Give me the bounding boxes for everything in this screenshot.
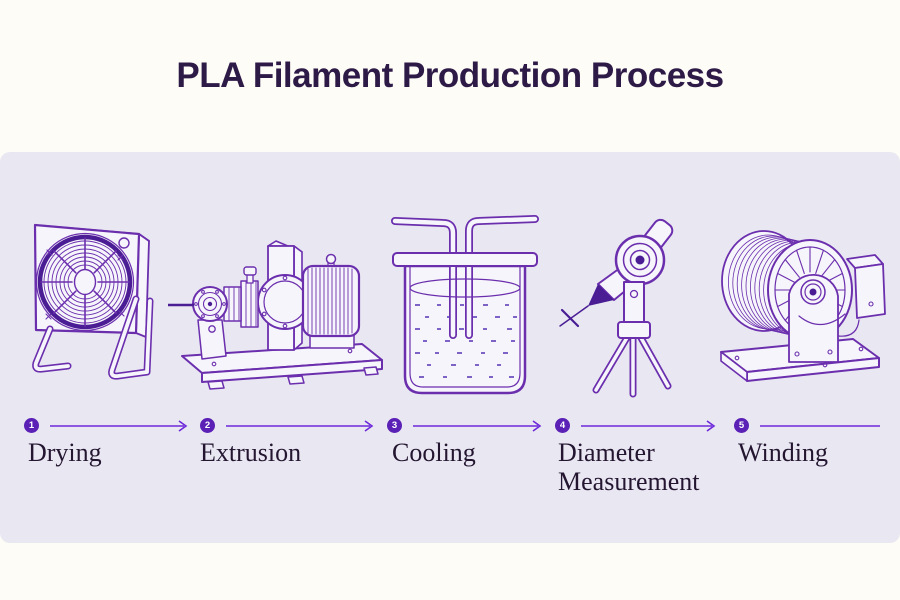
sensor-head: [614, 234, 666, 286]
fan-screws: [45, 249, 125, 320]
flow-arrow-4: [581, 420, 716, 432]
extruder-illustration: [168, 240, 383, 390]
step-badge-3: 3: [387, 418, 402, 433]
water-bath-illustration: [391, 215, 539, 395]
tripod-legs: [592, 332, 672, 398]
extruder-motor: [301, 253, 361, 338]
winder-motor-box: [846, 254, 886, 319]
fan-spokes: [40, 237, 130, 327]
fan-ring: [37, 234, 133, 330]
filament-cross-mark: [560, 308, 580, 328]
water-dashes: [415, 304, 517, 378]
bath-rim: [392, 252, 538, 267]
die-head: [192, 286, 228, 322]
step-label-extrusion: Extrusion: [200, 438, 302, 467]
fan-stand: [32, 295, 154, 380]
step-badge-2: 2: [200, 418, 215, 433]
flow-arrow-2: [226, 420, 374, 432]
filament-path: [837, 319, 860, 337]
laser-micrometer-illustration: [559, 218, 674, 398]
filament-guide: [798, 313, 846, 326]
step-badge-5: 5: [734, 418, 749, 433]
step-label-winding: Winding: [738, 438, 828, 467]
page-title: PLA Filament Production Process: [176, 56, 724, 95]
fan-logo-circle: [118, 237, 130, 249]
extruder-barrel: [223, 266, 259, 328]
water-surface: [409, 278, 521, 298]
tripod-collar: [617, 321, 651, 339]
step-label-diameter-measurement: Diameter Measurement: [558, 438, 700, 497]
step-badge-4: 4: [555, 418, 570, 433]
box-fan-illustration: [32, 223, 154, 380]
flow-line-5: [760, 425, 880, 427]
fan-hub: [73, 268, 97, 296]
spool-hub: [800, 279, 826, 305]
laser-emitter-cone: [588, 284, 614, 306]
extruder-base: [181, 343, 383, 390]
tripod-column: [623, 281, 645, 327]
guide-tubes: [391, 215, 539, 339]
laser-beam: [559, 305, 589, 327]
flow-arrow-1: [50, 420, 188, 432]
illustration-panel: 1 2 3 4 5 Drying Extrusion Cooling Diame…: [0, 152, 900, 543]
spool-winder-illustration: [720, 230, 886, 382]
step-label-cooling: Cooling: [392, 438, 476, 467]
flow-arrow-3: [413, 420, 542, 432]
step-badge-1: 1: [24, 418, 39, 433]
step-label-drying: Drying: [28, 438, 102, 467]
